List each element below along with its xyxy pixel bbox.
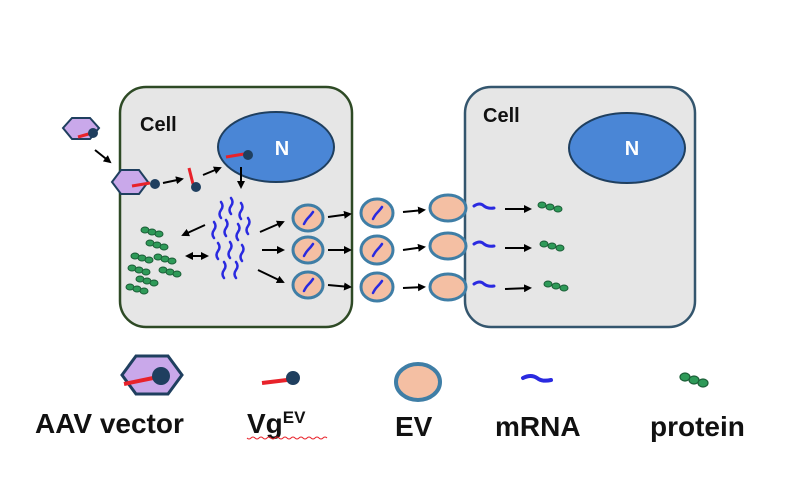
left-cell-label: Cell: [140, 114, 177, 136]
right-cell-label: Cell: [483, 105, 520, 127]
arrow-aav-entry: [94, 149, 112, 164]
legend-mrna-label: mRNA: [495, 411, 581, 442]
ev-with-mrna-icon: [359, 234, 395, 266]
ev-icon: [428, 231, 468, 261]
protein-cluster-left: [125, 226, 182, 295]
ev-icon: [428, 193, 468, 223]
legend-protein-icon: [679, 372, 709, 388]
legend-vg-icon: [261, 371, 300, 385]
legend-vg-label: VgEV: [247, 408, 306, 439]
arrow-ev-uptake-1: [402, 206, 426, 215]
aav-vector-entering-icon: [110, 169, 160, 195]
mrna-recipient: [472, 202, 496, 288]
mrna-cluster: [211, 196, 251, 280]
vg-genome-icon: [187, 167, 201, 192]
vg-in-nucleus-icon: [225, 150, 253, 160]
arrow-mrna-to-protein-1: [181, 224, 206, 237]
left-nucleus-label: N: [275, 138, 289, 160]
arrow-ev-uptake-2: [402, 243, 426, 252]
arrow-ev-release-1: [327, 210, 352, 219]
protein-recipient: [537, 201, 569, 292]
right-nucleus: [568, 112, 686, 184]
legend-aav-vector-icon: [120, 354, 184, 396]
arrow-translation-3: [504, 284, 532, 293]
arrow-vg-to-nucleus: [202, 166, 222, 176]
arrow-aav-uncoat: [162, 176, 184, 185]
arrow-mrna-to-ev-1: [259, 220, 285, 233]
ev-with-mrna-icon: [291, 203, 325, 233]
aav-vector-icon: [61, 117, 101, 140]
right-nucleus-label: N: [625, 138, 639, 160]
legend-ev-icon: [394, 362, 442, 402]
spellcheck-underline: [246, 436, 328, 440]
ev-with-mrna-icon: [359, 271, 395, 303]
legend-protein-label: protein: [650, 411, 745, 442]
ev-with-mrna-icon: [291, 235, 325, 265]
arrow-mrna-to-ev-3: [257, 269, 285, 284]
ev-with-mrna-icon: [359, 197, 395, 229]
legend-aav-vector-label: AAV vector: [35, 408, 184, 439]
arrow-ev-uptake-3: [402, 283, 426, 292]
legend-vg-main: Vg: [247, 408, 283, 439]
arrow-ev-release-3: [327, 282, 352, 291]
ev-icon: [428, 272, 468, 302]
legend-ev-label: EV: [395, 411, 433, 442]
left-nucleus: [217, 111, 335, 183]
legend-mrna-icon: [521, 374, 553, 383]
ev-with-mrna-icon: [291, 270, 325, 300]
legend-vg-superscript: EV: [283, 408, 306, 427]
